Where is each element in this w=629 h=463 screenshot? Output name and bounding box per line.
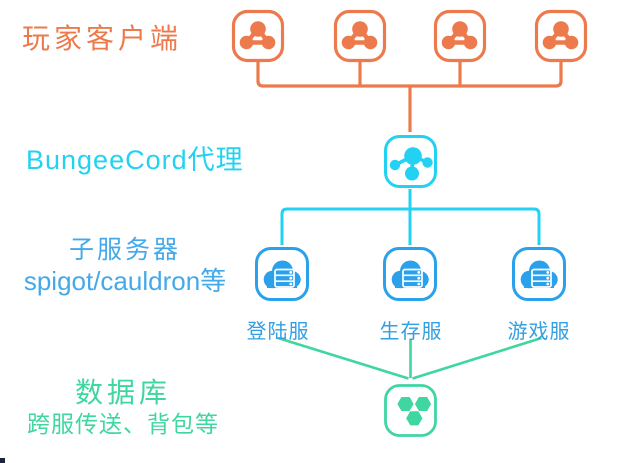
network-nodes-icon [231, 9, 285, 63]
cloud-server-icon [255, 247, 309, 301]
cloud-server-icon [512, 247, 566, 301]
network-nodes-icon [433, 9, 487, 63]
database-title: 数据库 [74, 377, 171, 408]
database-subtitle: 跨服传送、背包等 [27, 411, 219, 437]
hexagon-cluster-icon [384, 384, 437, 437]
player-clients-label: 玩家客户端 [22, 23, 183, 54]
network-nodes-icon [534, 9, 588, 63]
server-label-survival: 生存服 [379, 321, 443, 343]
cloud-server-icon [383, 247, 437, 301]
hub-icon [384, 135, 437, 188]
database-label: 数据库 跨服传送、背包等 [15, 379, 231, 436]
server-label-login: 登陆服 [246, 321, 310, 343]
subservers-label: 子服务器 spigot/cauldron等 [18, 236, 232, 296]
network-nodes-icon [333, 9, 387, 63]
corner-artifact [0, 458, 5, 463]
subservers-subtitle: spigot/cauldron等 [23, 266, 227, 296]
subservers-title: 子服务器 [68, 236, 181, 264]
bungeecord-proxy-label: BungeeCord代理 [26, 145, 244, 175]
server-label-game: 游戏服 [507, 321, 571, 343]
